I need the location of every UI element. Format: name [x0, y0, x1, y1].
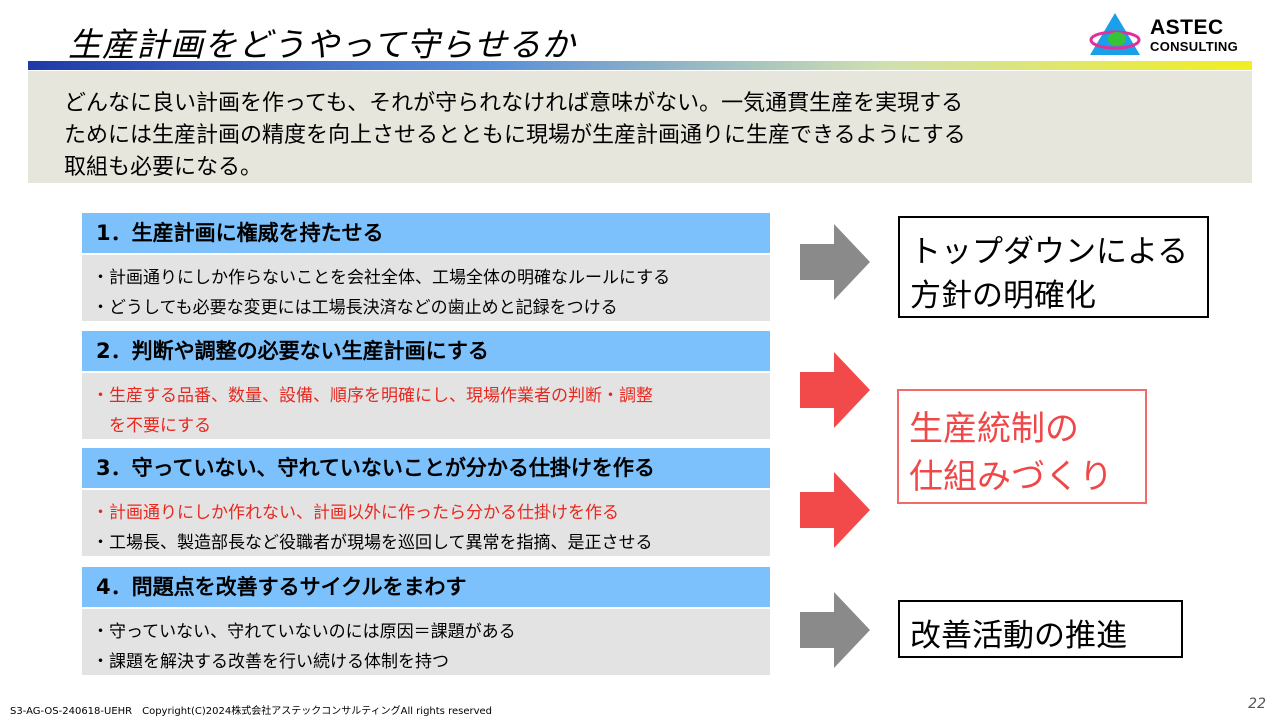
section-body-4: ・守っていない、守れていないのには原因＝課題がある ・課題を解決する改善を行い続…	[82, 609, 770, 675]
outcome-box-top-down: トップダウンによる 方針の明確化	[898, 216, 1209, 318]
outcome-box-improvement: 改善活動の推進	[898, 600, 1183, 658]
section-body-3: ・計画通りにしか作れない、計画以外に作ったら分かる仕掛けを作る ・工場長、製造部…	[82, 490, 770, 556]
section-heading-1: 1．生産計画に権威を持たせる	[82, 213, 770, 253]
logo-text-consulting: CONSULTING	[1150, 39, 1238, 54]
page-number: 22	[1248, 696, 1266, 712]
slide-title: 生産計画をどうやって守らせるか	[68, 25, 576, 64]
outcome-text: 生産統制の	[909, 409, 1079, 449]
section-heading-4: 4．問題点を改善するサイクルをまわす	[82, 567, 770, 607]
triangle-orbit-logo-icon	[1089, 13, 1141, 55]
intro-panel: どんなに良い計画を作っても、それが守られなければ意味がない。一気通貫生産を実現す…	[28, 71, 1252, 183]
outcome-box-production-control: 生産統制の 仕組みづくり	[897, 389, 1147, 504]
section-bullet: ・生産する品番、数量、設備、順序を明確にし、現場作業者の判断・調整	[92, 386, 653, 406]
section-bullet: ・計画通りにしか作らないことを会社全体、工場全体の明確なルールにする	[92, 268, 671, 288]
arrow-right-red-icon	[800, 472, 870, 548]
arrow-right-gray-icon	[800, 592, 870, 668]
outcome-text: 改善活動の推進	[910, 618, 1127, 654]
outcome-text: トップダウンによる	[910, 234, 1189, 270]
intro-line: ためには生産計画の精度を向上させるとともに現場が生産計画通りに生産できるようにす…	[64, 123, 966, 148]
company-logo: ASTEC CONSULTING	[1086, 10, 1256, 58]
outcome-text: 仕組みづくり	[909, 457, 1113, 497]
title-gradient-bar	[28, 61, 1252, 70]
arrow-right-gray-icon	[800, 224, 870, 300]
intro-line: 取組も必要になる。	[64, 155, 263, 180]
section-heading-2: 2．判断や調整の必要ない生産計画にする	[82, 331, 770, 371]
intro-line: どんなに良い計画を作っても、それが守られなければ意味がない。一気通貫生産を実現す…	[64, 91, 964, 116]
section-bullet: ・計画通りにしか作れない、計画以外に作ったら分かる仕掛けを作る	[92, 503, 619, 523]
copyright-footer: S3-AG-OS-240618-UEHR Copyright(C)2024株式会…	[10, 706, 493, 717]
section-bullet: ・工場長、製造部長など役職者が現場を巡回して異常を指摘、是正させる	[92, 533, 653, 553]
arrow-right-red-icon	[800, 352, 870, 428]
section-bullet: を不要にする	[92, 416, 212, 436]
section-bullet: ・どうしても必要な変更には工場長決済などの歯止めと記録をつける	[92, 298, 618, 318]
section-bullet: ・守っていない、守れていないのには原因＝課題がある	[92, 622, 516, 642]
section-heading-3: 3．守っていない、守れていないことが分かる仕掛けを作る	[82, 448, 770, 488]
section-body-1: ・計画通りにしか作らないことを会社全体、工場全体の明確なルールにする ・どうして…	[82, 255, 770, 321]
logo-text-astec: ASTEC	[1150, 16, 1224, 39]
outcome-text: 方針の明確化	[910, 278, 1096, 314]
section-bullet: ・課題を解決する改善を行い続ける体制を持つ	[92, 652, 449, 672]
section-body-2: ・生産する品番、数量、設備、順序を明確にし、現場作業者の判断・調整 を不要にする	[82, 373, 770, 439]
